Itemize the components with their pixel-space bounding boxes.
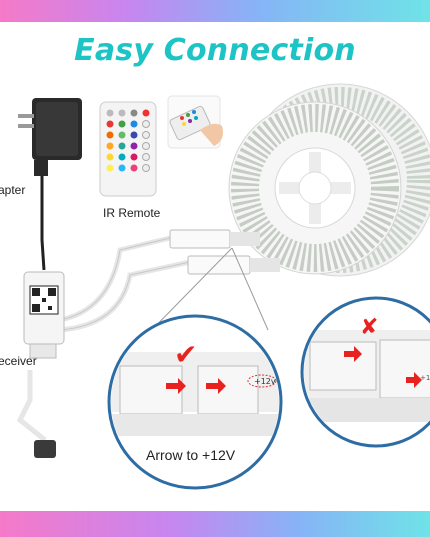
svg-text:+1: +1	[420, 374, 430, 382]
hand-with-remote-image	[167, 95, 223, 149]
adapter-cable	[40, 175, 46, 271]
power-adapter	[18, 98, 82, 176]
wrong-connection-circle: +1	[300, 296, 430, 448]
correct-connection-circle	[107, 314, 283, 490]
x-mark-icon: ✘	[360, 315, 378, 340]
ir-remote	[99, 101, 157, 197]
strip-connectors	[169, 229, 280, 275]
page-title: Easy Connection	[74, 33, 356, 68]
ir-remote-label: IR Remote	[103, 206, 161, 220]
dc-jack	[34, 440, 56, 458]
receiver-label: eceiver	[0, 354, 37, 368]
cable-down	[16, 370, 47, 442]
receiver-box	[23, 271, 65, 458]
led-strip-reels	[228, 83, 430, 277]
check-mark-icon: ✔	[174, 338, 197, 371]
voltage-tag: +12v	[254, 377, 276, 386]
arrow-hint-label: Arrow to +12V	[146, 447, 236, 463]
top-gradient-bar	[0, 0, 430, 22]
adapter-label: apter	[0, 183, 26, 197]
bottom-gradient-bar	[0, 511, 430, 537]
